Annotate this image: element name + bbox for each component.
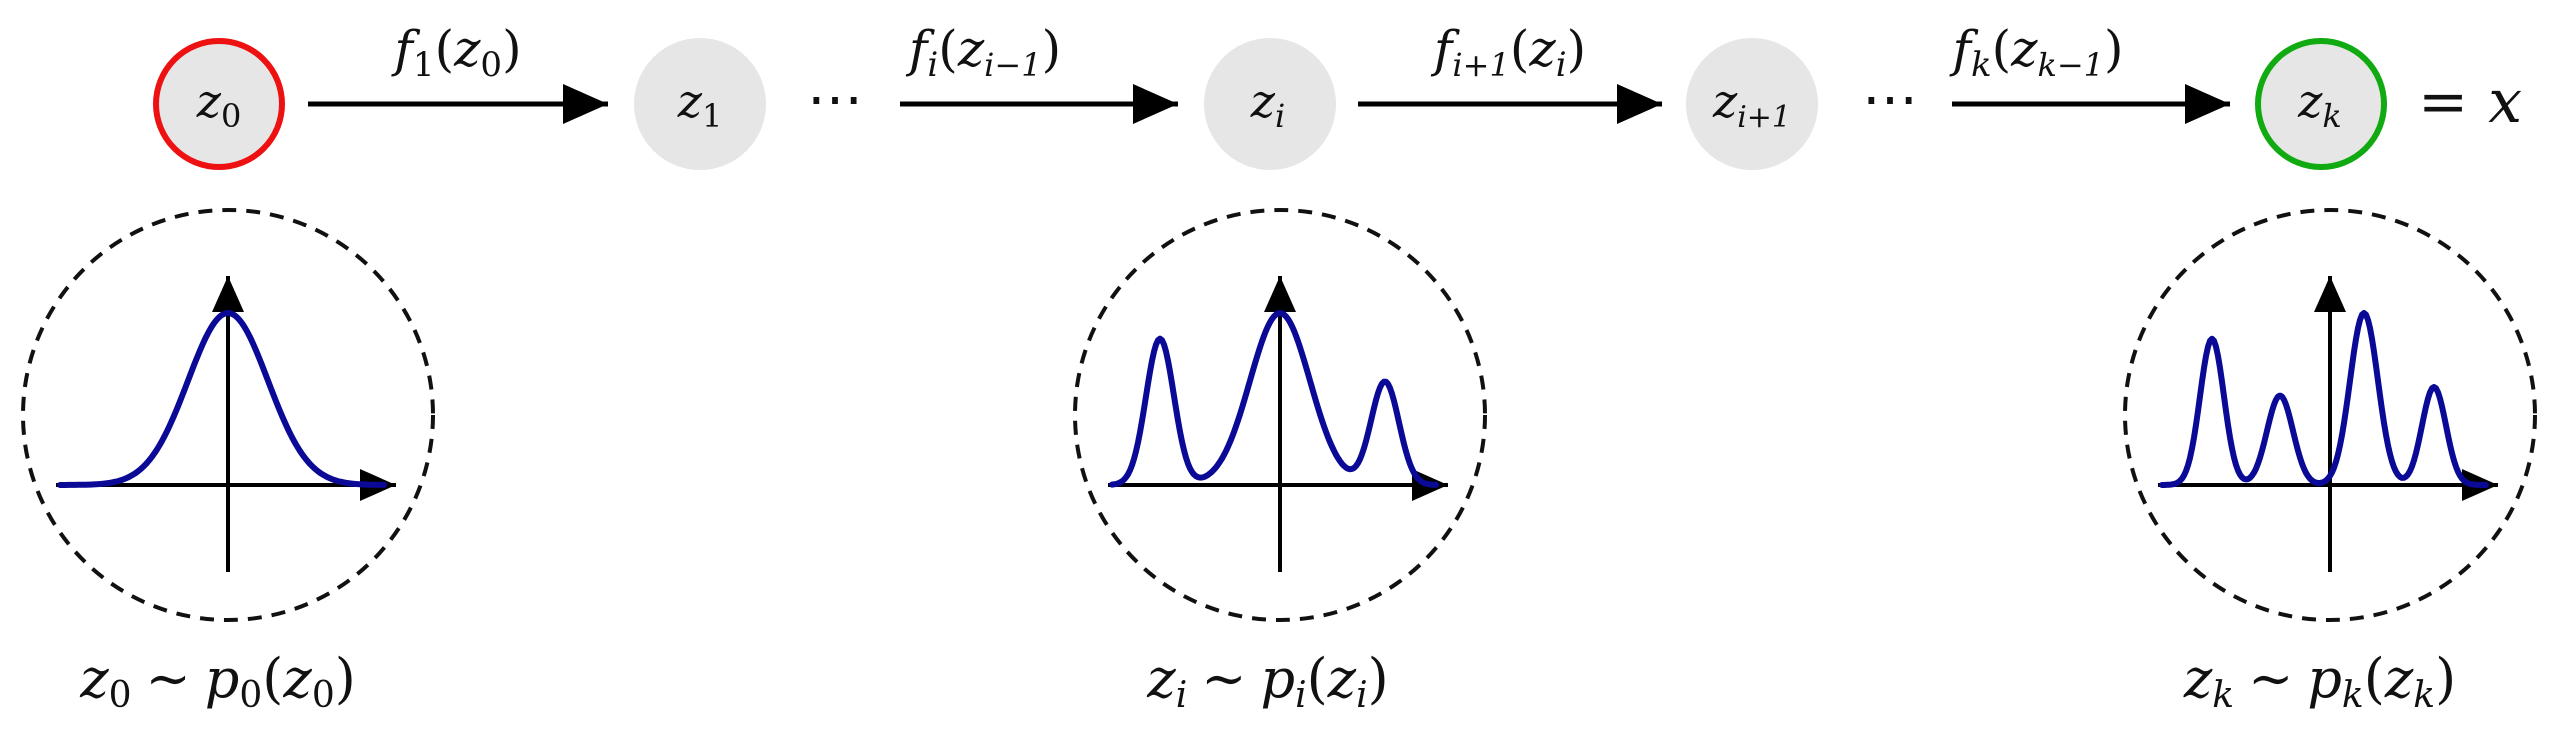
node-z0-sub: 0	[221, 97, 241, 135]
node-zi1-label: zi+1	[1712, 74, 1791, 135]
distribution-panel-zi: zi∼pi(zi)	[1073, 208, 1487, 716]
node-zk-sub: k	[2322, 97, 2341, 135]
node-zi1: zi+1	[1686, 38, 1818, 170]
node-z0-label: z0	[196, 74, 242, 135]
node-zi-circle	[1204, 38, 1336, 170]
node-z1-label: z1	[677, 74, 723, 135]
node-zi1-base: z	[1712, 74, 1738, 128]
output-var: x	[2488, 67, 2522, 137]
node-z0-base: z	[196, 74, 222, 128]
node-zi-base: z	[1250, 74, 1276, 128]
node-z1-circle	[634, 38, 766, 170]
arrow-fi-label: fi(zi−1)	[905, 20, 1061, 85]
node-zk-circle	[2255, 38, 2387, 170]
node-z0-circle	[153, 38, 285, 170]
dashed-boundary	[2123, 208, 2537, 622]
dist-label-zi: zi∼pi(zi)	[1146, 647, 1388, 716]
dist-label-zk: zk∼pk(zk)	[2183, 647, 2456, 716]
node-z1-base: z	[677, 74, 703, 128]
density-curve-z0	[57, 310, 387, 488]
node-zk-base: z	[2297, 74, 2323, 128]
node-zk-label: zk	[2297, 74, 2342, 135]
arrow-fk-label: fk(zk−1)	[1948, 20, 2123, 85]
arrow-f1-label: f1(z0)	[390, 20, 521, 85]
node-zk: zk	[2255, 38, 2387, 170]
dist-label-z0: z0∼p0(z0)	[79, 647, 356, 716]
distribution-panel-zk: zk∼pk(zk)	[2123, 208, 2537, 716]
node-zi-sub: i	[1275, 97, 1285, 135]
node-z1-sub: 1	[702, 97, 722, 135]
dashed-boundary	[1073, 208, 1487, 622]
equals-sign: =	[2418, 67, 2468, 137]
node-zi-label: zi	[1250, 74, 1285, 135]
dashed-boundary	[21, 208, 435, 622]
distribution-panel-z0: z0∼p0(z0)	[21, 208, 435, 716]
ellipsis-2: ⋯	[1862, 67, 1918, 132]
node-zi1-circle	[1686, 38, 1818, 170]
output-equation: =x	[2418, 67, 2522, 137]
ellipsis-1: ⋯	[807, 67, 863, 132]
density-curve-zk	[2159, 310, 2489, 488]
arrow-fi1-label: fi+1(zi)	[1430, 20, 1586, 85]
density-curve-zi	[1109, 310, 1439, 488]
node-zi1-sub: i+1	[1737, 100, 1791, 135]
node-z0: z0	[153, 38, 285, 170]
node-z1: z1	[634, 38, 766, 170]
node-zi: zi	[1204, 38, 1336, 170]
